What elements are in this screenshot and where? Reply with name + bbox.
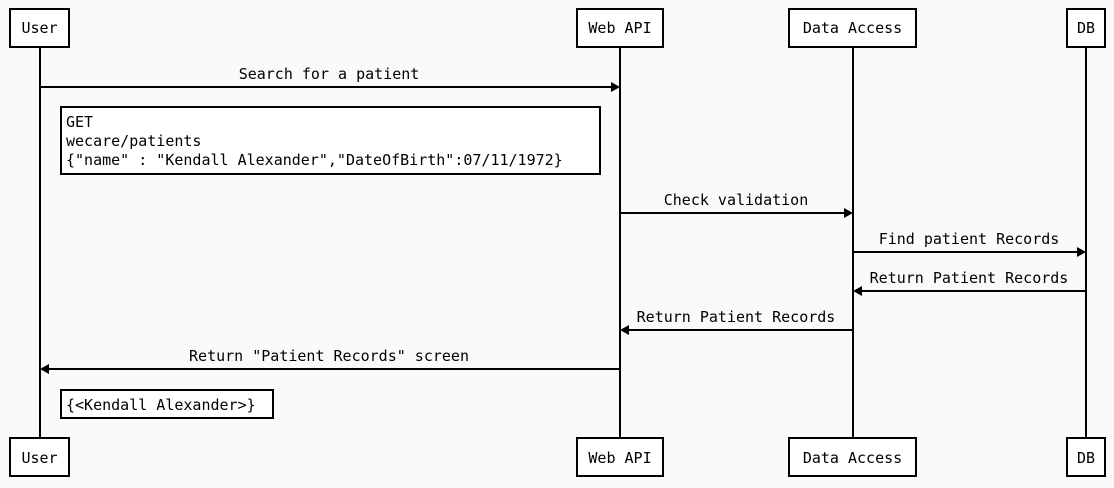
actor-webapi-top: Web API [576,8,664,48]
arrowhead-right [844,208,853,218]
actor-webapi-label: Web API [588,19,651,37]
message-label: Find patient Records [879,230,1060,248]
actor-dataaccess-bottom: Data Access [788,437,917,477]
message-label: Return Patient Records [637,308,836,326]
message-check-validation: Check validation [620,191,853,218]
actor-db-bottom: DB [1066,437,1106,477]
note-line: wecare/patients [66,132,201,150]
actor-webapi-bottom: Web API [576,437,664,477]
note-line: {"name" : "Kendall Alexander","DateOfBir… [66,151,563,169]
message-label: Return Patient Records [870,269,1069,287]
actor-dataaccess-label: Data Access [803,19,902,37]
note-line: {<Kendall Alexander>} [66,396,256,414]
actor-db-top: DB [1066,8,1106,48]
note-request: GET wecare/patients {"name" : "Kendall A… [60,106,601,175]
message-return-screen: Return "Patient Records" screen [40,347,620,374]
message-label: Check validation [664,191,809,209]
message-search-for-patient: Search for a patient [40,65,620,92]
arrowhead-left [620,325,629,335]
actor-user-top: User [9,8,70,48]
actor-user-label-bottom: User [21,449,57,467]
message-label: Search for a patient [239,65,420,83]
note-line: GET [66,113,93,131]
message-return-records-dataaccess: Return Patient Records [620,308,853,335]
arrowhead-left [40,364,49,374]
actor-db-label: DB [1077,19,1095,37]
actor-db-label-bottom: DB [1077,449,1095,467]
note-response: {<Kendall Alexander>} [60,389,274,419]
actor-webapi-label-bottom: Web API [588,449,651,467]
message-label: Return "Patient Records" screen [189,347,469,365]
actor-user-label: User [21,19,57,37]
arrowhead-right [611,82,620,92]
actor-user-bottom: User [9,437,70,477]
actor-dataaccess-top: Data Access [788,8,917,48]
actor-dataaccess-label-bottom: Data Access [803,449,902,467]
arrowhead-left [853,286,862,296]
message-return-records-db: Return Patient Records [853,269,1086,296]
arrowhead-right [1077,247,1086,257]
message-find-patient-records: Find patient Records [853,230,1086,257]
